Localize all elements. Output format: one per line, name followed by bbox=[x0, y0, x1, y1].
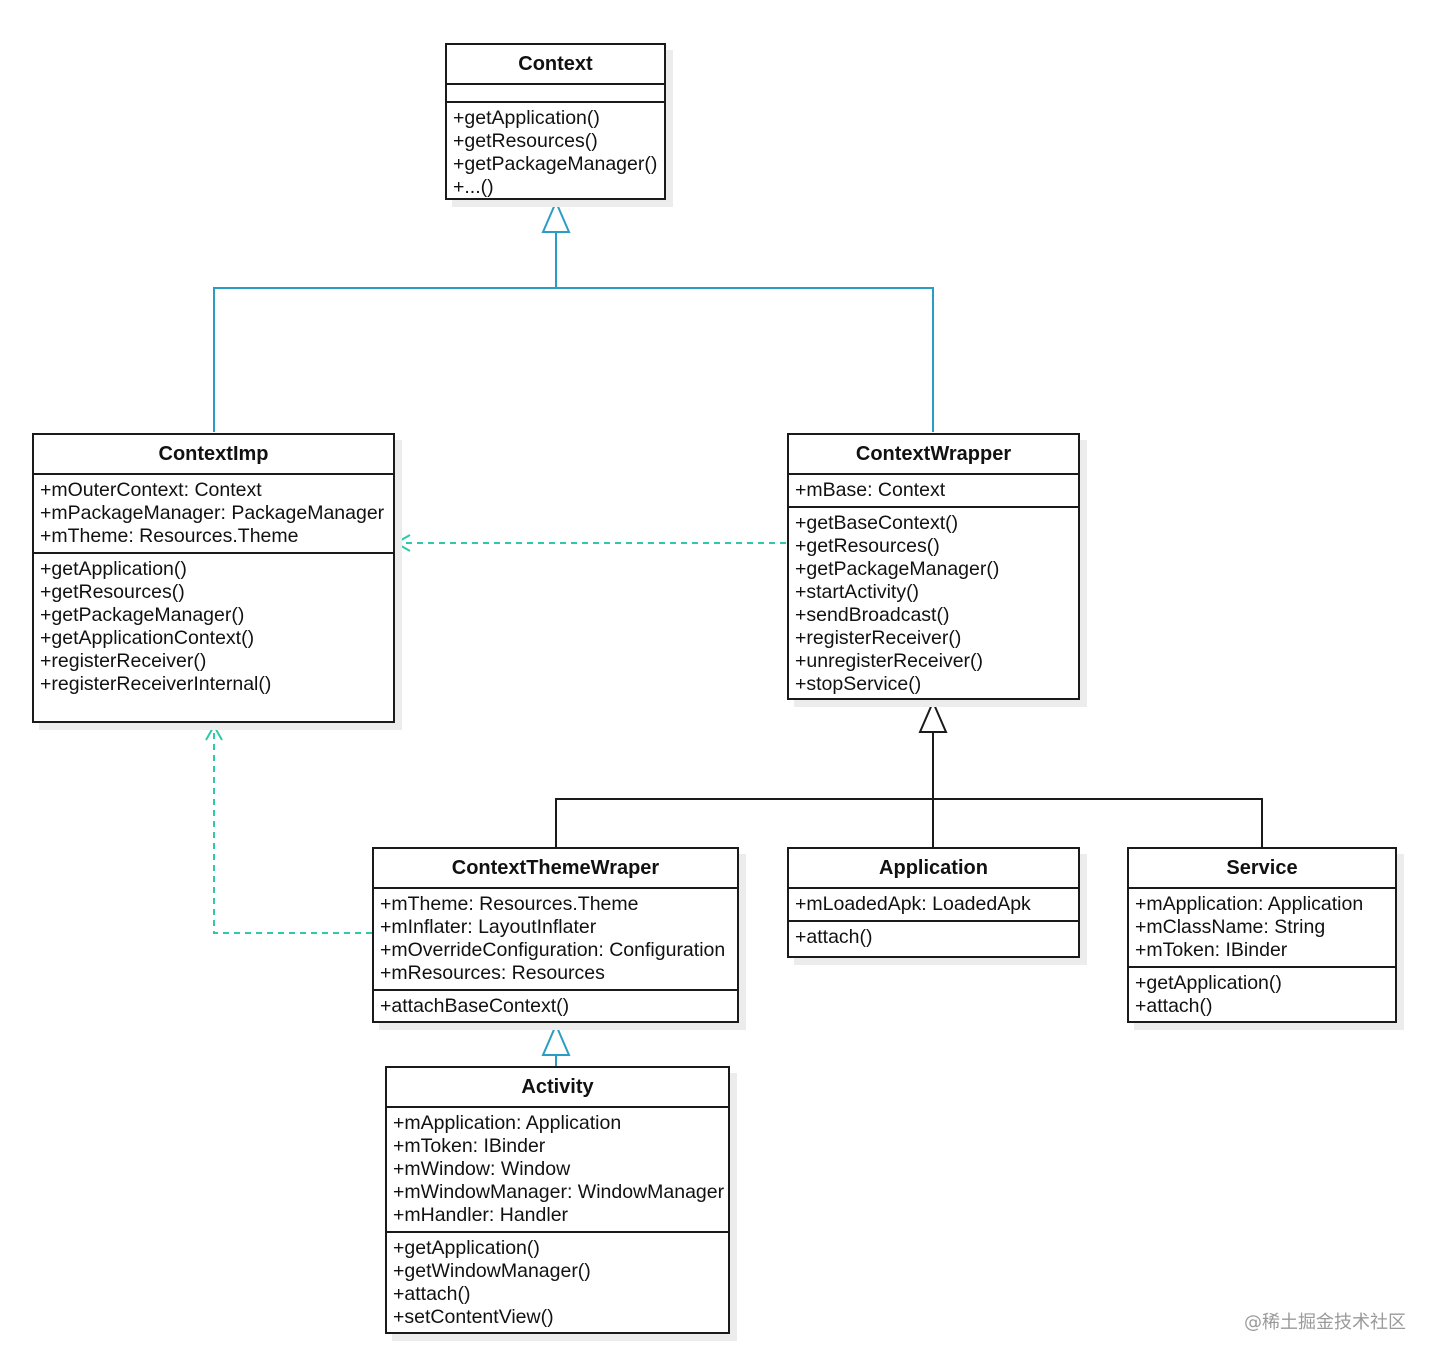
class-method: +getApplication() bbox=[453, 107, 600, 129]
realization-arrowhead-contextthemewraper bbox=[541, 1022, 571, 1056]
class-attribute: +mOverrideConfiguration: Configuration bbox=[380, 939, 726, 961]
class-method: +getPackageManager() bbox=[40, 604, 245, 626]
class-attribute: +mToken: IBinder bbox=[393, 1135, 546, 1157]
realization-edge-contextimp-to-context bbox=[213, 287, 934, 432]
class-application: Application +mLoadedApk: LoadedApk +atta… bbox=[787, 847, 1080, 958]
class-method: +attach() bbox=[795, 926, 873, 948]
class-method: +unregisterReceiver() bbox=[795, 650, 984, 672]
class-attribute: +mPackageManager: PackageManager bbox=[40, 502, 385, 524]
class-method: +attachBaseContext() bbox=[380, 995, 570, 1017]
class-activity: Activity +mApplication: Application+mTok… bbox=[385, 1066, 730, 1334]
class-method: +getWindowManager() bbox=[393, 1260, 591, 1282]
class-contextwrapper-methods: +getBaseContext()+getResources()+getPack… bbox=[789, 506, 1078, 700]
class-contextwrapper: ContextWrapper +mBase: Context +getBaseC… bbox=[787, 433, 1080, 700]
class-attribute: +mApplication: Application bbox=[1135, 893, 1364, 915]
class-service-methods: +getApplication()+attach() bbox=[1129, 966, 1395, 1022]
class-method: +getResources() bbox=[795, 535, 940, 557]
class-method: +...() bbox=[453, 176, 494, 198]
class-attribute: +mClassName: String bbox=[1135, 916, 1326, 938]
class-attribute: +mOuterContext: Context bbox=[40, 479, 262, 501]
class-context: Context +getApplication()+getResources()… bbox=[445, 43, 666, 200]
class-method: +getBaseContext() bbox=[795, 512, 959, 534]
class-attribute: +mLoadedApk: LoadedApk bbox=[795, 893, 1031, 915]
class-attribute: +mWindowManager: WindowManager bbox=[393, 1181, 725, 1203]
class-method: +getPackageManager() bbox=[453, 153, 658, 175]
class-attribute: +mResources: Resources bbox=[380, 962, 605, 984]
class-context-name: Context bbox=[447, 45, 664, 85]
class-activity-methods: +getApplication()+getWindowManager()+att… bbox=[387, 1231, 728, 1333]
class-method: +stopService() bbox=[795, 673, 922, 695]
class-contextwrapper-attributes: +mBase: Context bbox=[789, 475, 1078, 506]
class-application-methods: +attach() bbox=[789, 920, 1078, 953]
class-method: +getResources() bbox=[40, 581, 185, 603]
class-service-attributes: +mApplication: Application+mClassName: S… bbox=[1129, 889, 1395, 966]
class-service: Service +mApplication: Application+mClas… bbox=[1127, 847, 1397, 1023]
class-attribute: +mApplication: Application bbox=[393, 1112, 622, 1134]
class-contextthemewraper-attributes: +mTheme: Resources.Theme+mInflater: Layo… bbox=[374, 889, 737, 989]
class-contextthemewraper: ContextThemeWraper +mTheme: Resources.Th… bbox=[372, 847, 739, 1023]
dependency-arrowhead-contextimp-right bbox=[393, 534, 411, 552]
class-contextimp: ContextImp +mOuterContext: Context+mPack… bbox=[32, 433, 395, 723]
class-attribute: +mInflater: LayoutInflater bbox=[380, 916, 597, 938]
class-contextthemewraper-methods: +attachBaseContext() bbox=[374, 989, 737, 1022]
class-method: +startActivity() bbox=[795, 581, 920, 603]
inheritance-edge-children-to-contextwrapper bbox=[555, 798, 1263, 847]
class-method: +getApplication() bbox=[40, 558, 187, 580]
class-activity-name: Activity bbox=[387, 1068, 728, 1108]
class-attribute: +mWindow: Window bbox=[393, 1158, 571, 1180]
class-contextimp-methods: +getApplication()+getResources()+getPack… bbox=[34, 552, 393, 700]
class-method: +registerReceiver() bbox=[40, 650, 207, 672]
class-method: +getResources() bbox=[453, 130, 598, 152]
class-contextimp-attributes: +mOuterContext: Context+mPackageManager:… bbox=[34, 475, 393, 552]
class-context-attributes bbox=[447, 85, 664, 101]
class-method: +attach() bbox=[393, 1283, 471, 1305]
class-attribute: +mToken: IBinder bbox=[1135, 939, 1288, 961]
class-method: +getApplication() bbox=[393, 1237, 540, 1259]
class-contextwrapper-name: ContextWrapper bbox=[789, 435, 1078, 475]
class-context-methods: +getApplication()+getResources()+getPack… bbox=[447, 101, 664, 203]
dependency-arrowhead-contextimp-bottom bbox=[205, 723, 223, 741]
realization-arrowhead-context bbox=[541, 199, 571, 233]
class-activity-attributes: +mApplication: Application+mToken: IBind… bbox=[387, 1108, 728, 1231]
class-contextimp-name: ContextImp bbox=[34, 435, 393, 475]
class-method: +sendBroadcast() bbox=[795, 604, 950, 626]
class-attribute: +mBase: Context bbox=[795, 479, 946, 501]
class-method: +attach() bbox=[1135, 995, 1213, 1017]
inheritance-arrowhead-contextwrapper bbox=[918, 699, 948, 733]
class-method: +registerReceiver() bbox=[795, 627, 962, 649]
class-contextthemewraper-name: ContextThemeWraper bbox=[374, 849, 737, 889]
class-attribute: +mTheme: Resources.Theme bbox=[40, 525, 299, 547]
dependency-edge-contextthemewraper-to-contextimp bbox=[213, 728, 372, 934]
class-attribute: +mTheme: Resources.Theme bbox=[380, 893, 639, 915]
class-method: +registerReceiverInternal() bbox=[40, 673, 272, 695]
watermark-text: @稀土掘金技术社区 bbox=[1244, 1312, 1406, 1333]
class-method: +setContentView() bbox=[393, 1306, 554, 1328]
class-service-name: Service bbox=[1129, 849, 1395, 889]
class-method: +getApplicationContext() bbox=[40, 627, 255, 649]
class-method: +getApplication() bbox=[1135, 972, 1282, 994]
class-attribute: +mHandler: Handler bbox=[393, 1204, 569, 1226]
class-application-name: Application bbox=[789, 849, 1078, 889]
class-method: +getPackageManager() bbox=[795, 558, 1000, 580]
class-application-attributes: +mLoadedApk: LoadedApk bbox=[789, 889, 1078, 920]
